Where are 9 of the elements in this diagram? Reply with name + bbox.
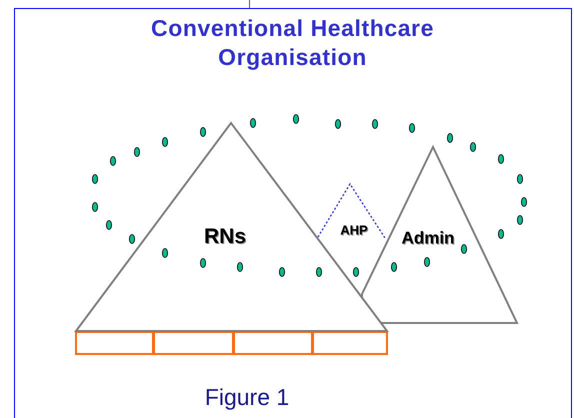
segment-box (75, 331, 154, 355)
node-label: AHP (340, 224, 368, 238)
segment-box (312, 331, 388, 355)
segment-box (233, 331, 313, 355)
node-label: RNs (204, 224, 246, 248)
caption: Figure 1 (204, 383, 290, 412)
title: Conventional Healthcare Organisation (150, 14, 435, 72)
node-label: Admin (402, 229, 454, 248)
segment-box (153, 331, 234, 355)
